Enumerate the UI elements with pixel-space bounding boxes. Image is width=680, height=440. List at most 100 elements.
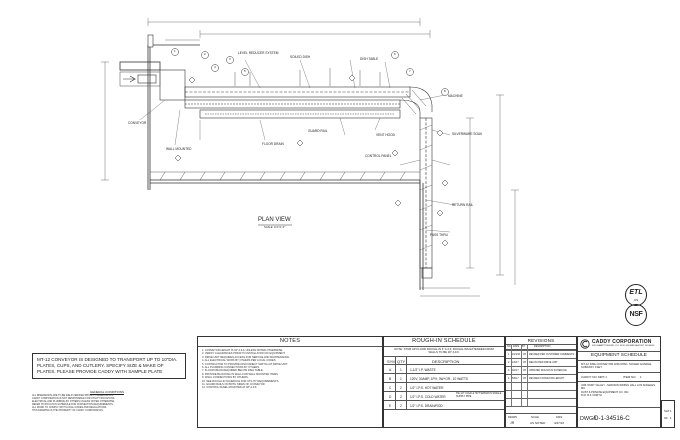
rev-by: JR <box>523 377 526 380</box>
roughin-row: A 1 1-1/2" I.P. WASTE <box>384 364 504 374</box>
rev-date: 10/4/16 <box>512 353 520 356</box>
location: D.M. R.F. NORTH <box>581 394 602 398</box>
of-label: OF <box>664 416 668 420</box>
caddy-item-row: CADDY NO. MRT-1 ITEM NO. 1 <box>578 373 660 382</box>
item-no-value: 1 <box>640 375 642 379</box>
of-value: 1 <box>670 416 672 420</box>
callout-label: MACHINE <box>448 94 463 98</box>
etl-listed-mark: ETL US <box>625 284 647 306</box>
company-name: CADDY CORPORATION <box>592 338 652 345</box>
col-divider <box>527 344 528 406</box>
roughin-sym: E <box>389 404 392 408</box>
etl-mark-text: ETL <box>629 289 643 296</box>
col-divider <box>521 344 522 406</box>
callout-label: CONTROL PANEL <box>365 154 392 158</box>
notes-panel: NOTES 1. CONVEYOR HEIGHT IS 34" A.F.F. U… <box>197 336 383 428</box>
rev-by: JR <box>523 361 526 364</box>
roughin-schedule: ROUGH-IN SCHEDULE NOTE: STUB UP FLOOR RO… <box>383 336 505 428</box>
roughin-desc: 1-1/2" I.P. WASTE <box>410 368 436 372</box>
rev-desc: RELOCATED DRIVE UNIT <box>529 361 558 364</box>
plan-view-title: PLAN VIEW <box>258 217 291 223</box>
conveyor-note-text: MT-12 CONVEYOR IS DESIGNED TO TRANSPORT … <box>37 357 178 374</box>
marker: 4 <box>214 65 216 69</box>
rev-date: 3/2/17 <box>512 369 519 372</box>
col-divider <box>406 356 407 409</box>
note-line: 1. CONVEYOR HEIGHT IS 34" A.F.F. UNLESS … <box>202 349 283 352</box>
general-line: ALL DIMENSIONS ARE TO BE FIELD VERIFIED … <box>32 394 114 397</box>
note-line: 3. DRIVE UNIT REQUIRES ACCESS FOR SERVIC… <box>202 355 290 359</box>
scale-label: SCALE <box>531 416 539 419</box>
marker: 7 <box>409 69 411 73</box>
general-conditions: GENERAL CONDITIONS ALL DIMENSIONS ARE TO… <box>32 390 182 412</box>
callout-label: DISH TABLE <box>360 57 379 61</box>
roughin-desc: 120V, 30AMP, 1PH, 3W+GR., 10 WATTS <box>410 377 469 381</box>
rev-no: 4 <box>508 377 510 380</box>
callout-label: LEVEL REDUCER SYSTEM <box>238 51 279 55</box>
revision-row-divider <box>506 382 576 383</box>
callout-label: CONVEYOR <box>128 121 147 125</box>
note-line: 5. CONTRACTOR TO PROVIDE DISCONNECT SWIT… <box>202 362 289 366</box>
sheet-label: SHT <box>664 409 670 413</box>
note-line: 4. ALL ELECTRICAL WORK BY OTHERS PER LOC… <box>202 359 277 363</box>
schedule-title: EQUIPMENT SCHEDULE <box>578 352 660 361</box>
revisions-heading: REVISIONS <box>506 337 576 345</box>
roughin-qty: 1 <box>400 377 402 381</box>
nsf-mark-text: NSF <box>629 311 643 318</box>
revisions-header: NO. DATE BY DESCRIPTION <box>506 344 576 350</box>
rev-date: 1/6/17 <box>512 361 519 364</box>
marker: 3 <box>229 57 231 61</box>
roughin-row: D 2 1/2" I.P.S. COLD WATER TIE 1/2" COLD… <box>384 391 504 401</box>
conveyor-note-box: MT-12 CONVEYOR IS DESIGNED TO TRANSPORT … <box>32 353 186 379</box>
callout-label: FLOOR DRAIN <box>262 142 284 146</box>
note-line: 11. GUARD RAILS ON BOTH SIDES OF CONVEYO… <box>202 383 266 387</box>
roughin-col-qty: QTY <box>397 358 406 364</box>
dwg-number: D-1-34516-C <box>594 415 630 422</box>
col-divider <box>511 344 512 406</box>
roughin-desc: 1/2" I.P.S. HOT WATER <box>410 386 444 390</box>
general-line: CADDY CORPORATION IS NOT RESPONSIBLE FOR… <box>32 397 115 400</box>
company-block: CADDY CORPORATION 509 SHARPTOWN RD. P.O.… <box>578 337 660 352</box>
roughin-row: B 1 120V, 30AMP, 1PH, 3W+GR., 10 WATTS <box>384 373 504 383</box>
marker: 5 <box>244 69 246 73</box>
note-line: 7. FLOOR DRAIN REQUIRED BELOW DISH TABLE… <box>202 369 264 373</box>
rev-desc: REVISED CONVEYOR LENGTH <box>529 377 565 380</box>
general-conditions-heading: GENERAL CONDITIONS <box>90 390 124 394</box>
note-line: 9. FINAL CONNECTIONS BY OTHERS. <box>202 376 249 380</box>
rev-no: 2 <box>508 361 510 364</box>
dealer-name: DUST & PRIVATE EQUIPMENT CO. INC. <box>581 390 630 394</box>
rev-date: 5/8/17 <box>512 377 519 380</box>
date-label: DATE <box>556 416 563 419</box>
roughin-sym: C <box>389 386 392 390</box>
schedule-description: MT-12 DISH CONVEYOR AND MISC. SOILED HAN… <box>578 361 660 373</box>
note-line: 6. ALL PLUMBING CONNECTIONS BY OTHERS. <box>202 366 260 370</box>
title-block: CADDY CORPORATION 509 SHARPTOWN RD. P.O.… <box>577 336 661 428</box>
company-address: 509 SHARPTOWN RD. P.O. BOX 345 BRIDGEPOR… <box>592 345 655 347</box>
marker: 1 <box>174 49 176 53</box>
roughin-sym: D <box>389 395 392 399</box>
drawn-value: JR <box>510 421 515 425</box>
rev-no: 3 <box>508 369 510 372</box>
callout-label: WALL MOUNTED <box>166 147 192 151</box>
marker: 6 <box>394 52 396 56</box>
general-line: ALL WORK TO COMPLY WITH LOCAL CODES AND … <box>32 406 107 409</box>
roughin-row: C 2 1/2" I.P.S. HOT WATER <box>384 382 504 392</box>
note-line: 10. SEE ROUGH-IN SCHEDULE FOR UTILITY RE… <box>202 379 280 383</box>
revision-row: 1 10/4/16 JR REVISED PER CUSTOMER COMMEN… <box>506 350 576 359</box>
rev-col-no: NO. <box>507 345 512 348</box>
roughin-desc: 1/2" I.P.S. DRAIN/ROD <box>410 404 443 408</box>
dwg-block: DWG# D-1-34516-C <box>578 408 660 432</box>
callout-label: PASS THRU <box>430 233 448 237</box>
roughin-note: NOTE: STUB UP FLOOR ROUGH-IN 6" A.F.F. R… <box>394 347 494 355</box>
rev-col-by: BY <box>522 345 526 348</box>
caddy-no-label: CADDY NO. <box>581 375 598 379</box>
item-no-label: ITEM NO. <box>623 375 637 379</box>
nsf-mark: NSF <box>625 304 647 326</box>
scale-value: AS NOTED <box>530 421 546 425</box>
callout-label: GUARD RAIL <box>308 129 328 133</box>
revision-row-divider <box>506 398 576 399</box>
note-line: 12. CONTROL PANEL MOUNTED AT 48" A.F.F. <box>202 386 257 390</box>
callout-label: SOILED DISH <box>290 55 311 59</box>
marker: 8 <box>444 89 446 93</box>
